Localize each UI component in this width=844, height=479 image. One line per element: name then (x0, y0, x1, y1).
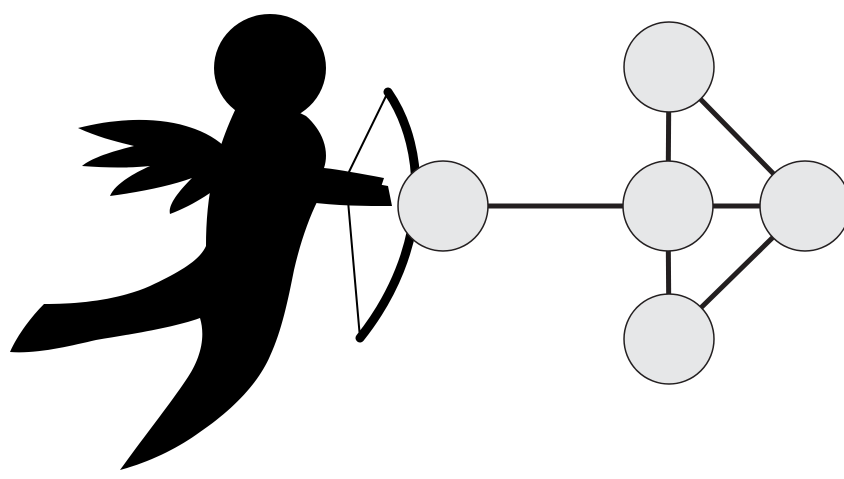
node-center (622, 160, 714, 252)
body-icon (10, 102, 384, 471)
node-top (623, 21, 715, 113)
node-bottom (623, 293, 715, 385)
wing-icon (78, 119, 232, 214)
arm-icon (296, 170, 392, 206)
node-right (759, 160, 844, 252)
head-icon (214, 14, 326, 122)
graph-nodes (397, 21, 844, 385)
cupid-icon (10, 14, 421, 471)
node-left (397, 160, 489, 252)
